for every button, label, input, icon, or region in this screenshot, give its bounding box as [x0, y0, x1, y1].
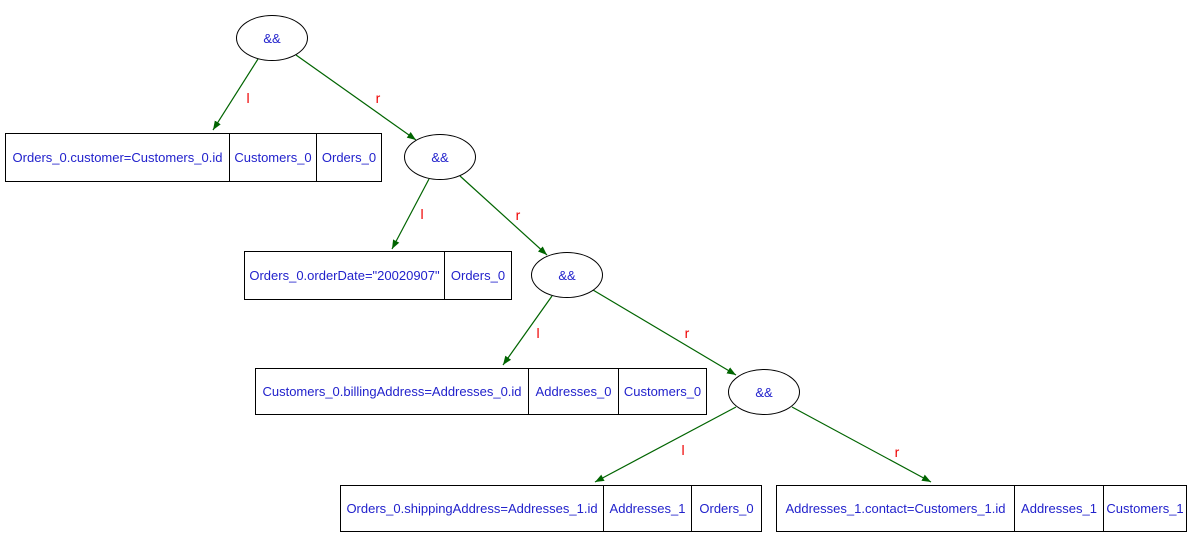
and-node-1: && [236, 15, 308, 61]
record-orderdate-filter: Orders_0.orderDate="20020907" Orders_0 [244, 251, 512, 300]
record-predicate: Orders_0.orderDate="20020907" [249, 268, 440, 283]
and-node-3: && [531, 252, 603, 298]
edge-right-4 [791, 406, 932, 483]
edge-label-r4: r [894, 444, 900, 460]
record-table: Addresses_1 [1014, 486, 1103, 531]
record-billing-join: Customers_0.billingAddress=Addresses_0.i… [255, 368, 707, 415]
edge-label-l3: l [536, 325, 540, 341]
edge-right-2 [459, 175, 548, 256]
edge-left-3 [502, 295, 553, 366]
record-table: Orders_0 [444, 252, 511, 299]
edge-left-4 [594, 406, 737, 483]
edge-label-r1: r [375, 90, 381, 106]
record-predicate: Customers_0.billingAddress=Addresses_0.i… [262, 384, 522, 399]
edge-label-r2: r [515, 207, 521, 223]
record-table: Customers_0 [229, 134, 316, 181]
and-node-2: && [404, 134, 476, 180]
and-node-4: && [728, 369, 800, 415]
edge-label-l4: l [681, 442, 685, 458]
record-table: Orders_0 [316, 134, 381, 181]
record-customer-join: Orders_0.customer=Customers_0.id Custome… [5, 133, 382, 182]
edge-right-3 [592, 289, 737, 376]
record-table: Addresses_0 [528, 369, 618, 414]
record-table: Orders_0 [691, 486, 761, 531]
record-table: Customers_1 [1103, 486, 1186, 531]
record-predicate: Orders_0.shippingAddress=Addresses_1.id [346, 501, 598, 516]
record-table: Customers_0 [618, 369, 706, 414]
record-contact-join: Addresses_1.contact=Customers_1.id Addre… [776, 485, 1187, 532]
record-shipping-join: Orders_0.shippingAddress=Addresses_1.id … [340, 485, 762, 532]
edge-label-l2: l [420, 206, 424, 222]
edge-left-1 [212, 58, 259, 131]
record-predicate: Addresses_1.contact=Customers_1.id [785, 501, 1006, 516]
edge-label-l1: l [246, 90, 250, 106]
record-table: Addresses_1 [603, 486, 691, 531]
edge-label-r3: r [684, 325, 690, 341]
edge-left-2 [391, 178, 430, 250]
record-predicate: Orders_0.customer=Customers_0.id [12, 150, 223, 165]
edge-right-1 [295, 54, 417, 141]
